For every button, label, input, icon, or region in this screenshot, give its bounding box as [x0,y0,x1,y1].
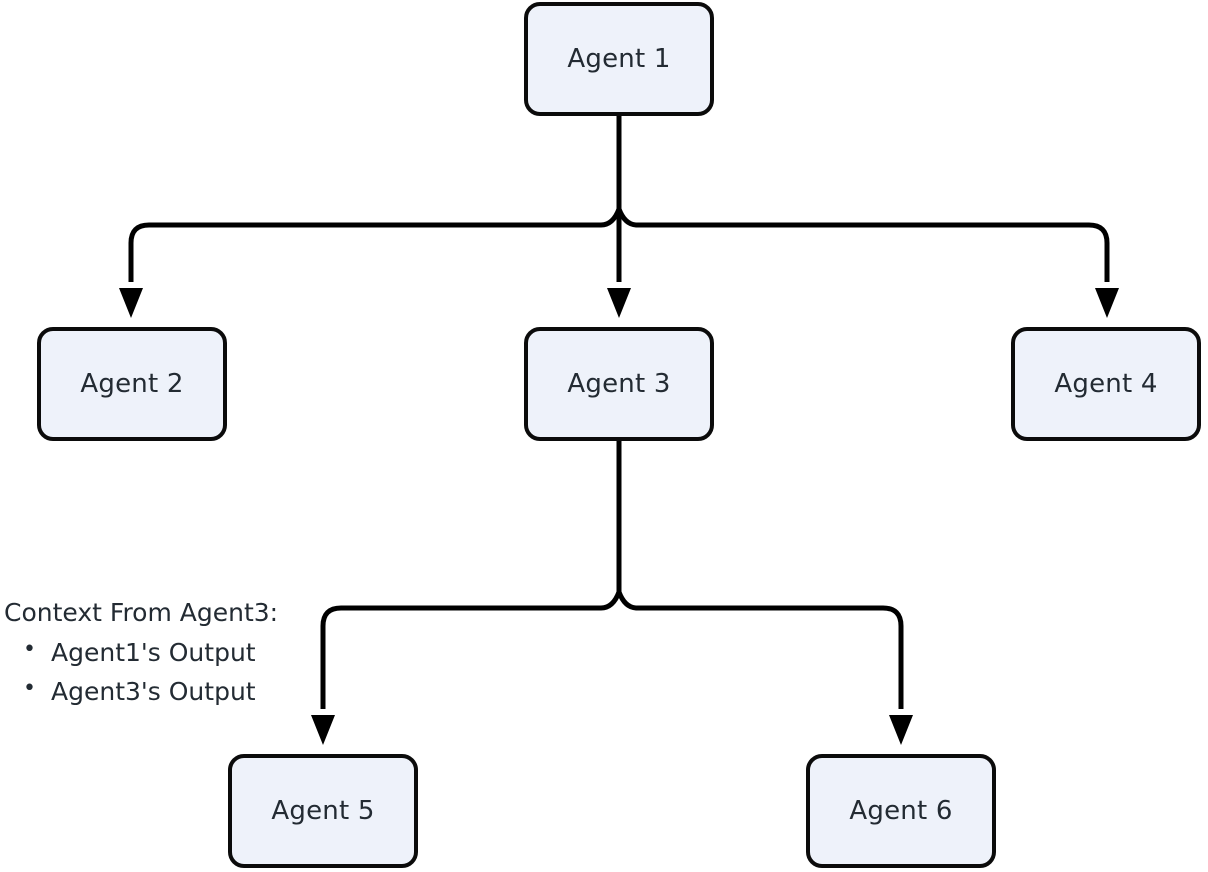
node-agent5-label: Agent 5 [271,796,375,826]
node-agent1-label: Agent 1 [567,44,671,74]
node-agent3[interactable]: Agent 3 [524,327,714,441]
edge-agent1-to-agent4 [637,222,1110,282]
edge-lower-fillet-left [600,591,622,611]
edge-bus-fillet-right [616,208,638,228]
node-agent3-label: Agent 3 [567,369,671,399]
node-agent5[interactable]: Agent 5 [228,754,418,868]
context-annotation-item: Agent3's Output [4,672,334,712]
arrowhead-agent2 [119,288,143,318]
context-annotation: Context From Agent3: Agent1's Output Age… [4,598,334,712]
edge-bus-fillet-left [600,208,622,228]
node-agent4[interactable]: Agent 4 [1011,327,1201,441]
arrowhead-agent6 [889,715,913,745]
node-agent6-label: Agent 6 [849,796,953,826]
arrowheads [119,288,1119,745]
node-agent1[interactable]: Agent 1 [524,2,714,116]
node-agent2[interactable]: Agent 2 [37,327,227,441]
arrowhead-agent3 [607,288,631,318]
context-annotation-title: Context From Agent3: [4,598,279,627]
node-agent6[interactable]: Agent 6 [806,754,996,868]
arrowhead-agent5 [311,715,335,745]
edge-lower-fillet-right [616,591,638,611]
node-agent4-label: Agent 4 [1054,369,1158,399]
node-agent2-label: Agent 2 [80,369,184,399]
edge-agent3-to-agent5 [320,605,601,709]
edge-agent1-to-agent2 [128,222,601,282]
context-annotation-list: Agent1's Output Agent3's Output [4,633,334,712]
context-annotation-item: Agent1's Output [4,633,334,673]
arrowhead-agent4 [1095,288,1119,318]
edge-agent3-to-agent6 [637,605,904,709]
